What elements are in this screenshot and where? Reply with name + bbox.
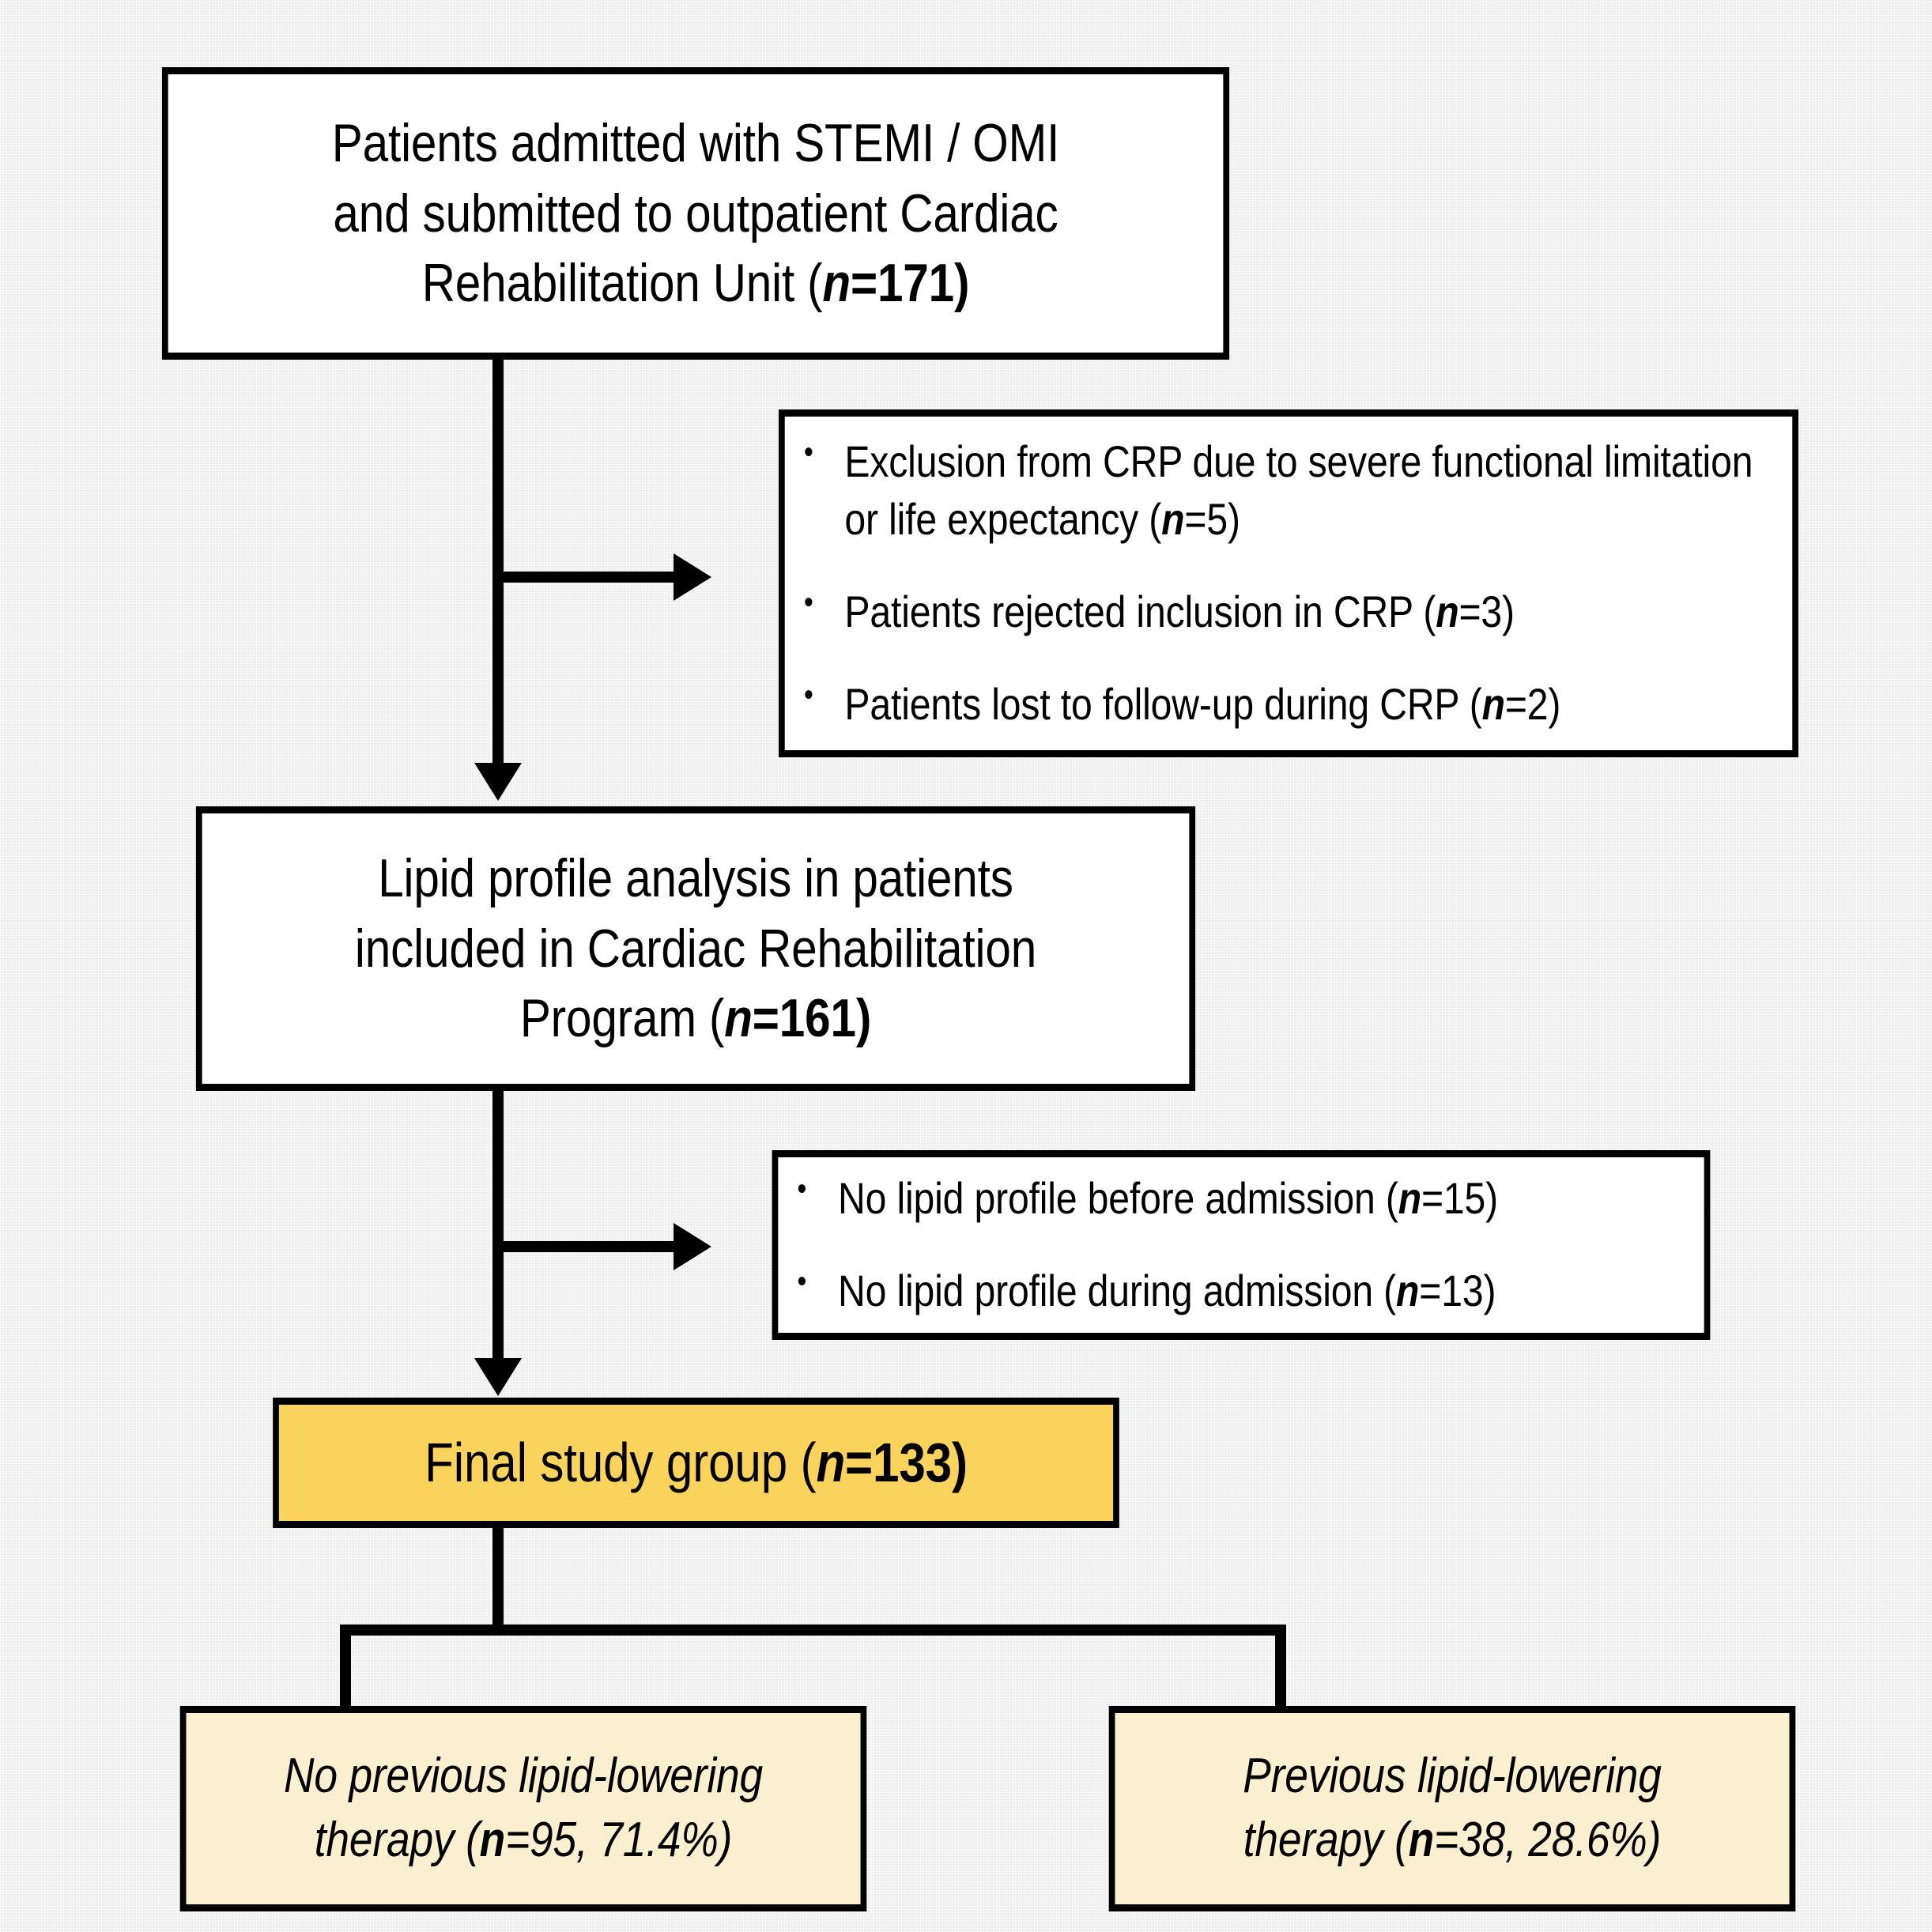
no-previous-therapy-n-value: =95, 71.4%) bbox=[505, 1813, 733, 1867]
list-item: Exclusion from CRP due to severe functio… bbox=[785, 432, 1793, 549]
no-previous-therapy-line-1: No previous lipid-lowering bbox=[283, 1749, 764, 1804]
node-previous-therapy-text: Previous lipid-lowering therapy (n=38, 2… bbox=[1115, 1745, 1789, 1872]
exclusion-1-0-text: Exclusion from CRP due to severe functio… bbox=[844, 436, 1753, 545]
enrolled-n-value: =171) bbox=[850, 253, 970, 314]
exclusion-2-1-n-symbol: n bbox=[1396, 1266, 1420, 1315]
node-final-study-group: Final study group (n=133) bbox=[273, 1398, 1119, 1528]
exclusion-1-0-n-value: =5) bbox=[1184, 494, 1240, 545]
node-no-previous-therapy: No previous lipid-lowering therapy (n=95… bbox=[179, 1706, 867, 1911]
list-item: Patients rejected inclusion in CRP (n=3) bbox=[785, 582, 1793, 641]
exclusions-2-list: No lipid profile before admission (n=15)… bbox=[778, 1168, 1704, 1320]
enrolled-n-symbol: n bbox=[822, 253, 851, 314]
node-exclusions-1-text: Exclusion from CRP due to severe functio… bbox=[785, 432, 1793, 734]
connector-exclusions-1 bbox=[498, 572, 680, 583]
exclusion-2-0-n-symbol: n bbox=[1398, 1173, 1421, 1224]
exclusion-1-2-n-value: =2) bbox=[1504, 678, 1561, 729]
previous-therapy-n-value: =38, 28.6%) bbox=[1434, 1813, 1662, 1867]
node-enrolled-text: Patients admitted with STEMI / OMI and s… bbox=[168, 108, 1224, 318]
analysed-n-value: =161) bbox=[752, 988, 872, 1049]
arrowhead-to-final-group bbox=[474, 1358, 522, 1396]
node-exclusions-1: Exclusion from CRP due to severe functio… bbox=[779, 409, 1798, 757]
previous-therapy-line-1: Previous lipid-lowering bbox=[1243, 1749, 1662, 1804]
node-final-study-group-text: Final study group (n=133) bbox=[279, 1427, 1113, 1499]
enrolled-line-1: Patients admitted with STEMI / OMI bbox=[331, 113, 1060, 174]
node-no-previous-therapy-text: No previous lipid-lowering therapy (n=95… bbox=[186, 1745, 860, 1872]
arrowhead-to-analysed bbox=[474, 763, 522, 801]
connector-fork-horizontal bbox=[340, 1624, 1286, 1636]
previous-therapy-n-symbol: n bbox=[1408, 1813, 1435, 1867]
exclusion-1-2-n-symbol: n bbox=[1481, 678, 1505, 729]
exclusion-2-0-n-value: =15) bbox=[1421, 1173, 1499, 1224]
exclusions-1-list: Exclusion from CRP due to severe functio… bbox=[785, 432, 1793, 734]
no-previous-therapy-line-2: therapy (n=95, 71.4%) bbox=[314, 1813, 733, 1867]
final-group-pre: Final study group ( bbox=[425, 1432, 817, 1493]
exclusion-2-1-text: No lipid profile during admission ( bbox=[838, 1266, 1397, 1315]
connector-enrolled-trunk bbox=[492, 360, 504, 779]
analysed-line-3-pre: Program ( bbox=[519, 988, 725, 1049]
node-previous-therapy: Previous lipid-lowering therapy (n=38, 2… bbox=[1108, 1706, 1796, 1911]
previous-therapy-line-2: therapy (n=38, 28.6%) bbox=[1243, 1813, 1662, 1867]
exclusion-2-0-text: No lipid profile before admission ( bbox=[838, 1173, 1398, 1224]
final-group-n-value: =133) bbox=[845, 1432, 968, 1493]
exclusion-1-1-n-value: =3) bbox=[1458, 587, 1515, 636]
enrolled-line-2: and submitted to outpatient Cardiac bbox=[333, 183, 1058, 243]
arrowhead-to-exclusions-2 bbox=[674, 1223, 711, 1270]
final-group-n-symbol: n bbox=[816, 1432, 846, 1493]
analysed-line-1: Lipid profile analysis in patients bbox=[378, 848, 1013, 909]
node-analysed-text: Lipid profile analysis in patients inclu… bbox=[202, 843, 1190, 1053]
node-enrolled: Patients admitted with STEMI / OMI and s… bbox=[161, 67, 1230, 360]
exclusion-1-2-text: Patients lost to follow-up during CRP ( bbox=[844, 678, 1482, 729]
connector-exclusions-2 bbox=[498, 1241, 680, 1252]
node-exclusions-2-text: No lipid profile before admission (n=15)… bbox=[778, 1168, 1704, 1320]
exclusion-1-1-n-symbol: n bbox=[1436, 587, 1459, 636]
analysed-line-3: Program (n=161) bbox=[520, 988, 871, 1048]
analysed-n-symbol: n bbox=[724, 988, 753, 1049]
enrolled-line-3-pre: Rehabilitation Unit ( bbox=[421, 253, 823, 314]
exclusion-2-1-n-value: =13) bbox=[1419, 1266, 1496, 1315]
exclusion-1-1-text: Patients rejected inclusion in CRP ( bbox=[844, 587, 1436, 636]
previous-therapy-line-2-pre: therapy ( bbox=[1243, 1813, 1409, 1867]
node-exclusions-2: No lipid profile before admission (n=15)… bbox=[772, 1150, 1711, 1340]
no-previous-therapy-line-2-pre: therapy ( bbox=[314, 1813, 480, 1867]
connector-final-group-stem bbox=[492, 1528, 504, 1632]
enrolled-line-3: Rehabilitation Unit (n=171) bbox=[422, 253, 970, 313]
no-previous-therapy-n-symbol: n bbox=[479, 1813, 506, 1867]
arrowhead-to-exclusions-1 bbox=[674, 553, 711, 601]
node-analysed: Lipid profile analysis in patients inclu… bbox=[195, 806, 1196, 1091]
analysed-line-2: included in Cardiac Rehabilitation bbox=[354, 918, 1037, 979]
list-item: No lipid profile before admission (n=15) bbox=[778, 1168, 1704, 1228]
list-item: No lipid profile during admission (n=13) bbox=[778, 1261, 1704, 1320]
list-item: Patients lost to follow-up during CRP (n… bbox=[785, 674, 1793, 734]
connector-analysed-trunk bbox=[492, 1091, 504, 1372]
exclusion-1-0-n-symbol: n bbox=[1161, 494, 1185, 545]
